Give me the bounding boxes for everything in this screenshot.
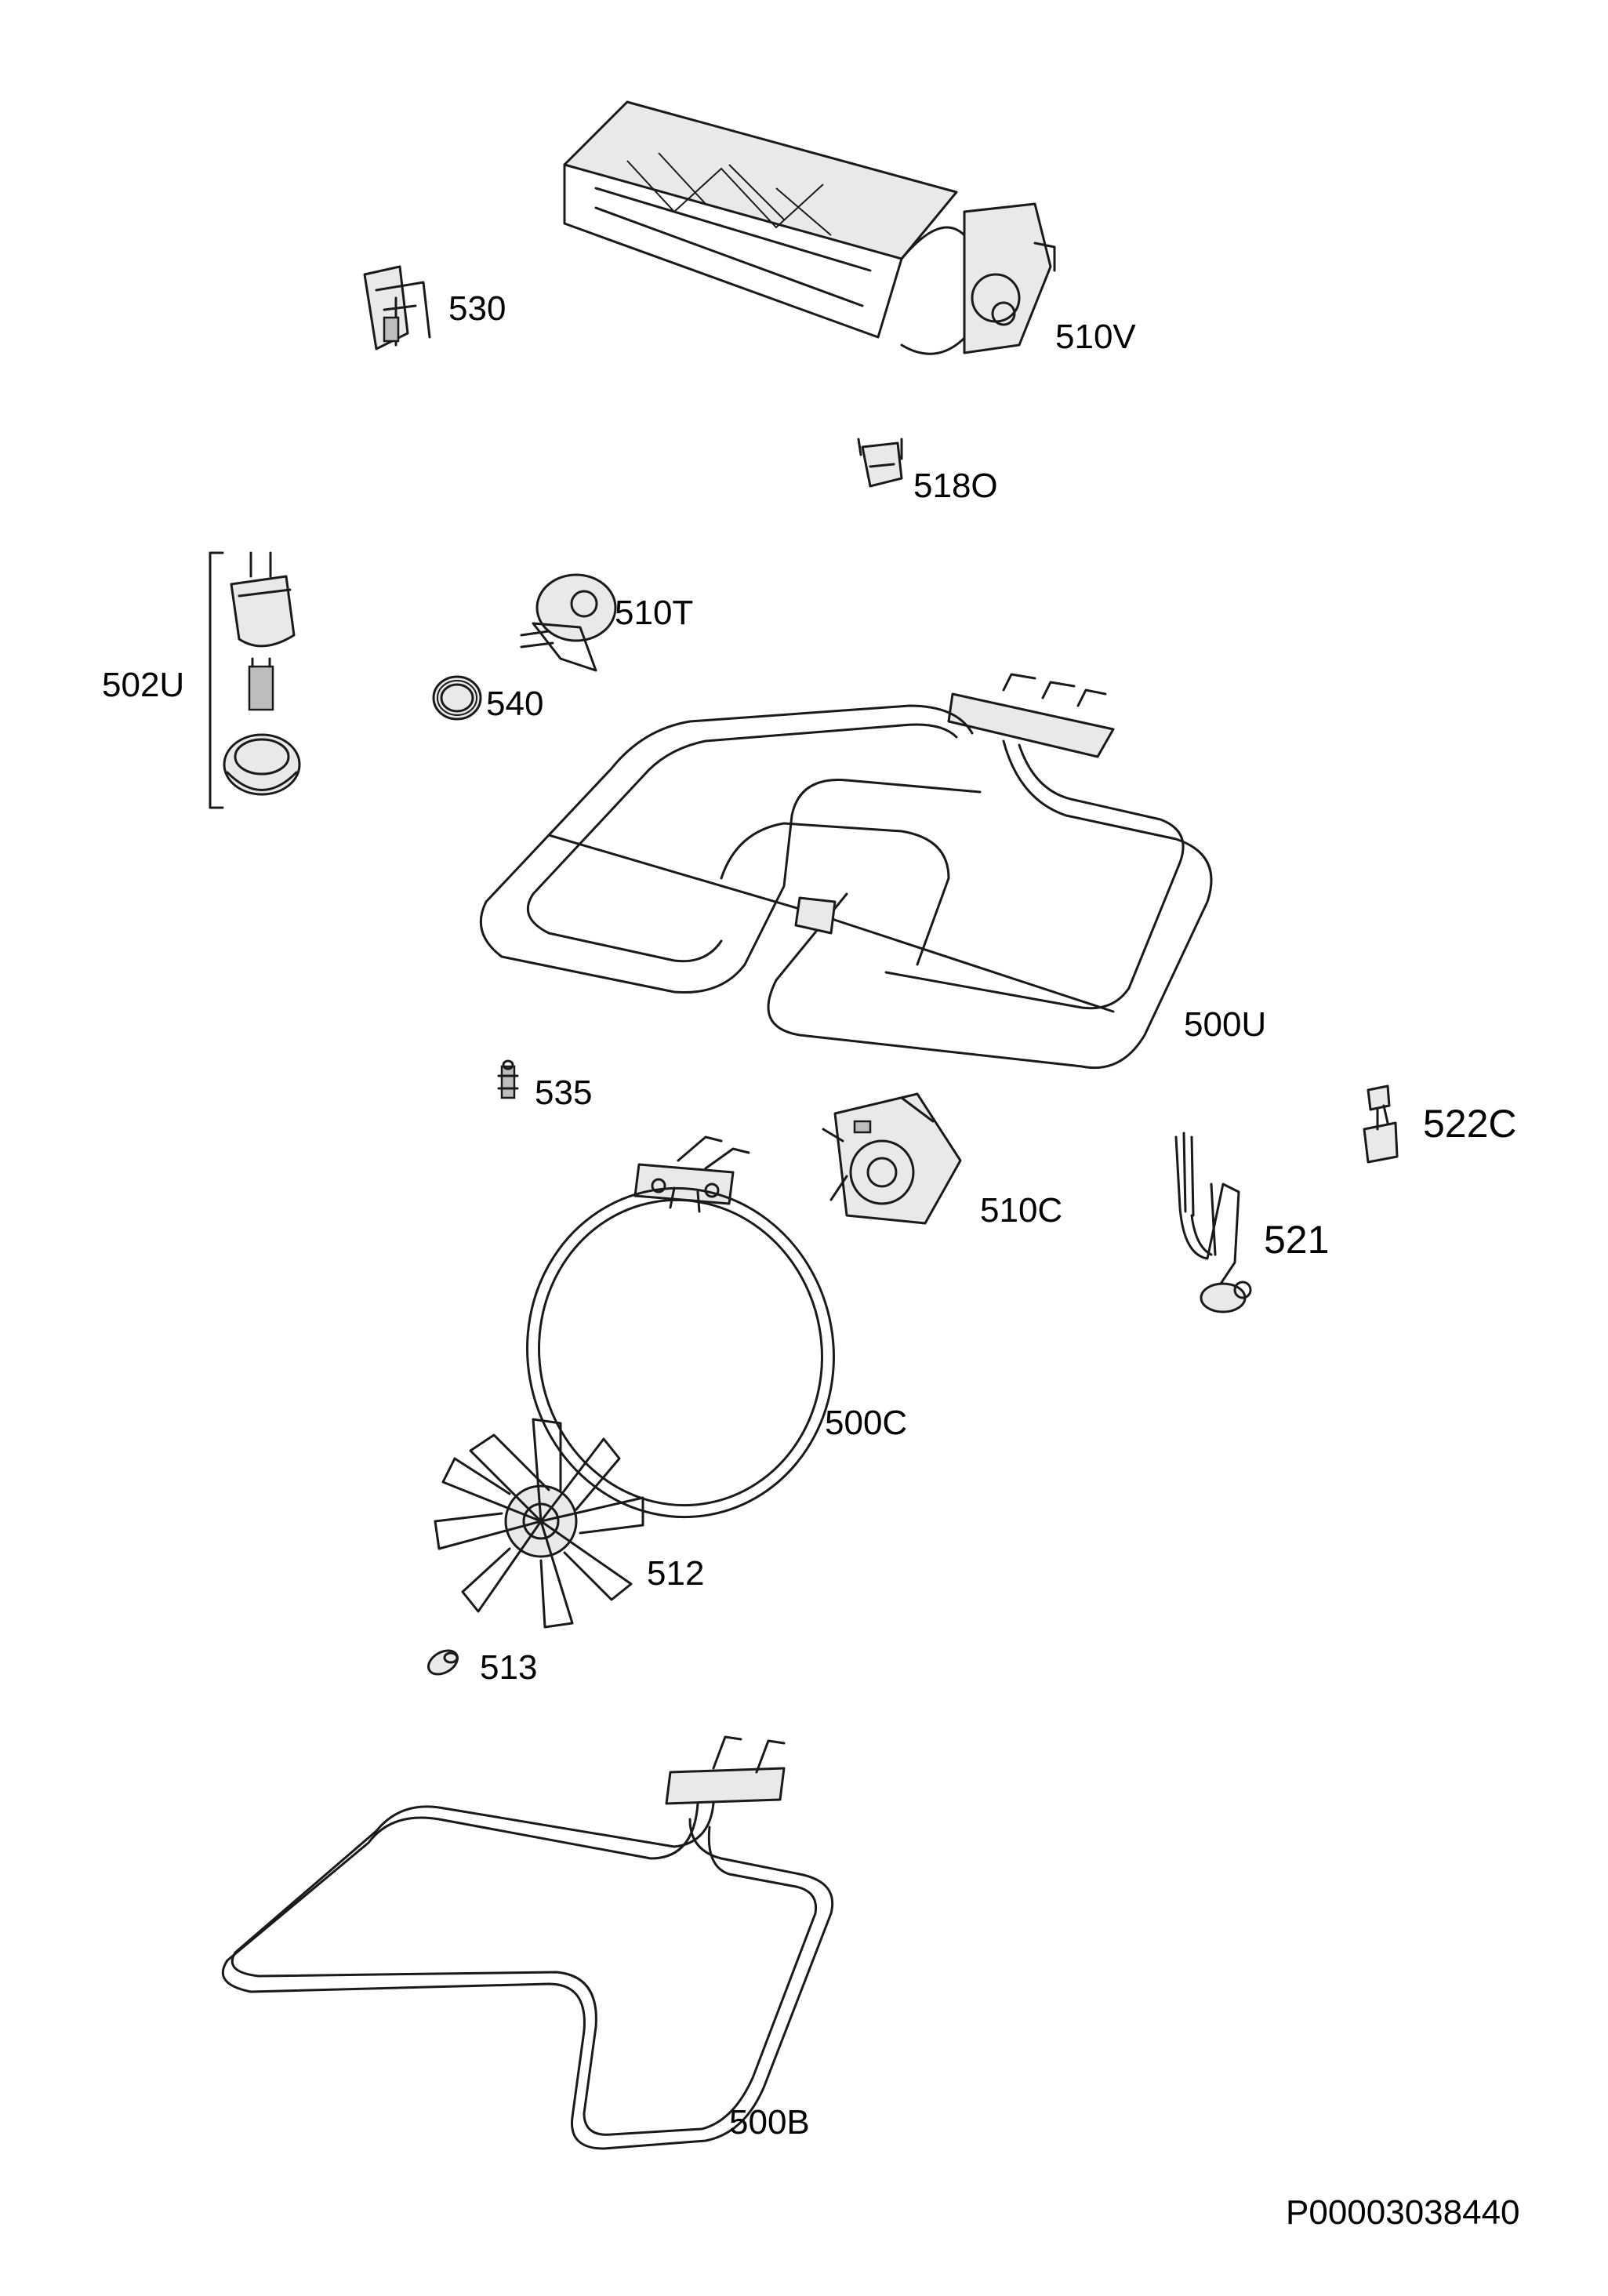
label-513: 513	[480, 1648, 538, 1687]
part-522c-connector	[1363, 1084, 1399, 1164]
label-500u: 500U	[1184, 1005, 1267, 1044]
label-535: 535	[535, 1074, 593, 1112]
label-510c: 510C	[980, 1191, 1063, 1230]
part-502u-lamp-assembly	[209, 551, 301, 809]
label-500c: 500C	[825, 1404, 908, 1442]
part-510t-lamp-holder	[520, 573, 617, 672]
label-521: 521	[1264, 1218, 1330, 1262]
label-512: 512	[647, 1554, 705, 1593]
label-530: 530	[448, 289, 506, 328]
part-530-clip	[363, 265, 431, 351]
part-500c-circular-element	[526, 1135, 835, 1519]
part-512-fan-wheel	[434, 1418, 644, 1629]
part-510c-motor	[822, 1092, 962, 1225]
label-502u: 502U	[102, 666, 185, 704]
part-518o-bracket	[857, 438, 903, 488]
part-521-wiring	[1174, 1132, 1252, 1313]
label-540: 540	[486, 685, 544, 723]
part-500u-grill-element	[479, 673, 1213, 1070]
part-500b-bottom-element	[221, 1735, 834, 2150]
label-510v: 510V	[1055, 318, 1136, 356]
label-518o: 518O	[913, 467, 998, 505]
label-500b: 500B	[729, 2103, 810, 2142]
part-510v-fan-housing	[563, 100, 1056, 355]
part-535-pin	[497, 1059, 519, 1099]
part-513-nut	[427, 1649, 459, 1676]
part-540-grommet	[432, 675, 482, 721]
label-522c: 522C	[1423, 1102, 1517, 1146]
label-510t: 510T	[615, 594, 694, 632]
reference-code: P00003038440	[1286, 2193, 1520, 2232]
